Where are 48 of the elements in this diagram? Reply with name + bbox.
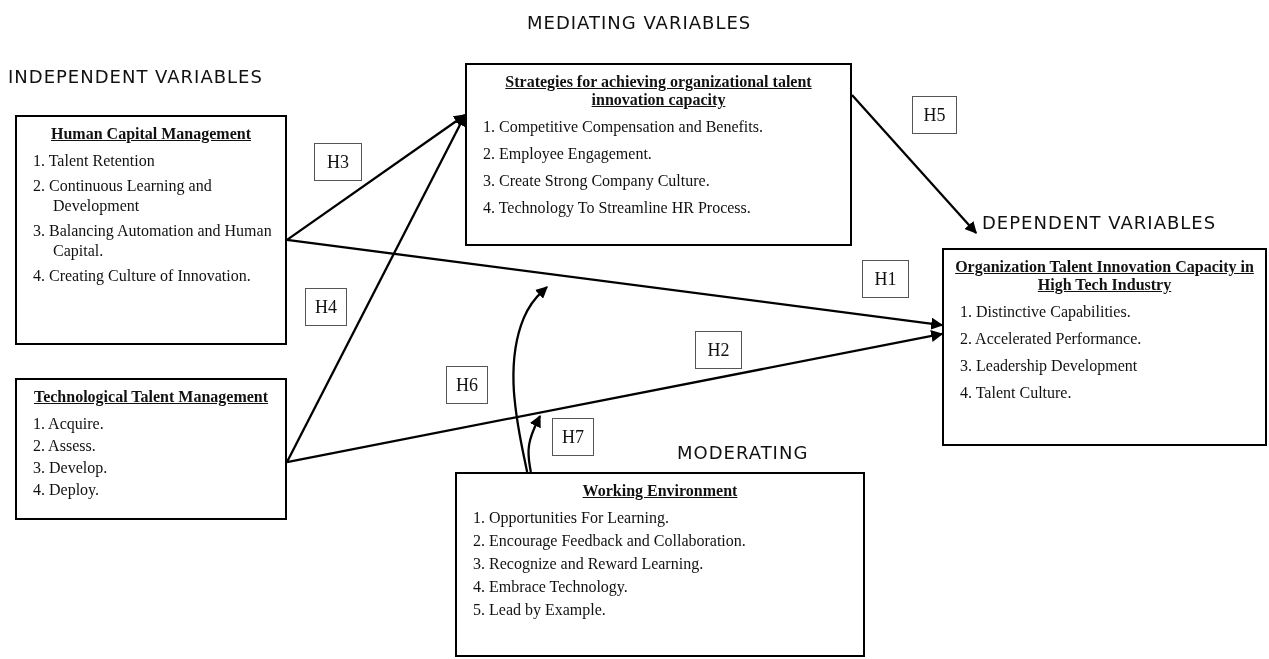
list-item: 1. Competitive Compensation and Benefits. — [483, 117, 764, 137]
list-item: 2. Continuous Learning and Development — [33, 176, 213, 216]
arrow — [286, 114, 466, 241]
variable-box — [15, 115, 287, 345]
variable-box — [455, 472, 865, 657]
list-item: 3. Create Strong Company Culture. — [483, 171, 711, 191]
list-item: 2. Assess. — [33, 436, 97, 456]
hypothesis-label: H5 — [912, 96, 957, 134]
category-heading: MEDIATING VARIABLES — [527, 12, 752, 33]
list-item: 4. Technology To Streamline HR Process. — [483, 198, 752, 218]
list-item: 4. Embrace Technology. — [473, 577, 629, 597]
moderating-arrow — [512, 286, 548, 473]
box-heading: Technological Talent Management — [32, 388, 270, 406]
category-heading: INDEPENDENT VARIABLES — [8, 66, 263, 87]
hypothesis-label: H4 — [305, 288, 347, 326]
box-heading: Working Environment — [581, 482, 739, 500]
list-item: 4. Deploy. — [33, 480, 101, 500]
hypothesis-label: H7 — [552, 418, 594, 456]
arrow — [851, 94, 977, 234]
list-item: 3. Leadership Development — [960, 356, 1139, 376]
list-item: 4. Talent Culture. — [960, 383, 1073, 403]
variable-box — [942, 248, 1267, 446]
box-heading: Strategies for achieving organizational talent innovation capacity — [504, 73, 813, 109]
list-item: 2. Encourage Feedback and Collaboration. — [473, 531, 747, 551]
variable-box — [465, 63, 852, 246]
box-heading: Organization Talent Innovation Capacity in High Tech Industry — [954, 258, 1255, 294]
hypothesis-label: H6 — [446, 366, 488, 404]
list-item: 1. Acquire. — [33, 414, 105, 434]
moderating-arrow — [527, 414, 542, 473]
list-item: 3. Balancing Automation and Human Capital. — [33, 221, 273, 261]
category-heading: MODERATING — [677, 442, 809, 463]
list-item: 2. Accelerated Performance. — [960, 329, 1143, 349]
list-item: 1. Opportunities For Learning. — [473, 508, 670, 528]
hypothesis-label: H3 — [314, 143, 362, 181]
list-item: 1. Distinctive Capabilities. — [960, 302, 1132, 322]
arrow — [286, 238, 944, 330]
box-heading: Human Capital Management — [50, 125, 252, 143]
category-heading: DEPENDENT VARIABLES — [982, 212, 1217, 233]
list-item: 1. Talent Retention — [33, 151, 156, 171]
hypothesis-label: H1 — [862, 260, 909, 298]
list-item: 3. Recognize and Reward Learning. — [473, 554, 705, 574]
list-item: 3. Develop. — [33, 458, 109, 478]
list-item: 2. Employee Engagement. — [483, 144, 653, 164]
variable-box — [15, 378, 287, 520]
list-item: 4. Creating Culture of Innovation. — [33, 266, 252, 286]
list-item: 5. Lead by Example. — [473, 600, 607, 620]
hypothesis-label: H2 — [695, 331, 742, 369]
arrow — [286, 330, 944, 464]
